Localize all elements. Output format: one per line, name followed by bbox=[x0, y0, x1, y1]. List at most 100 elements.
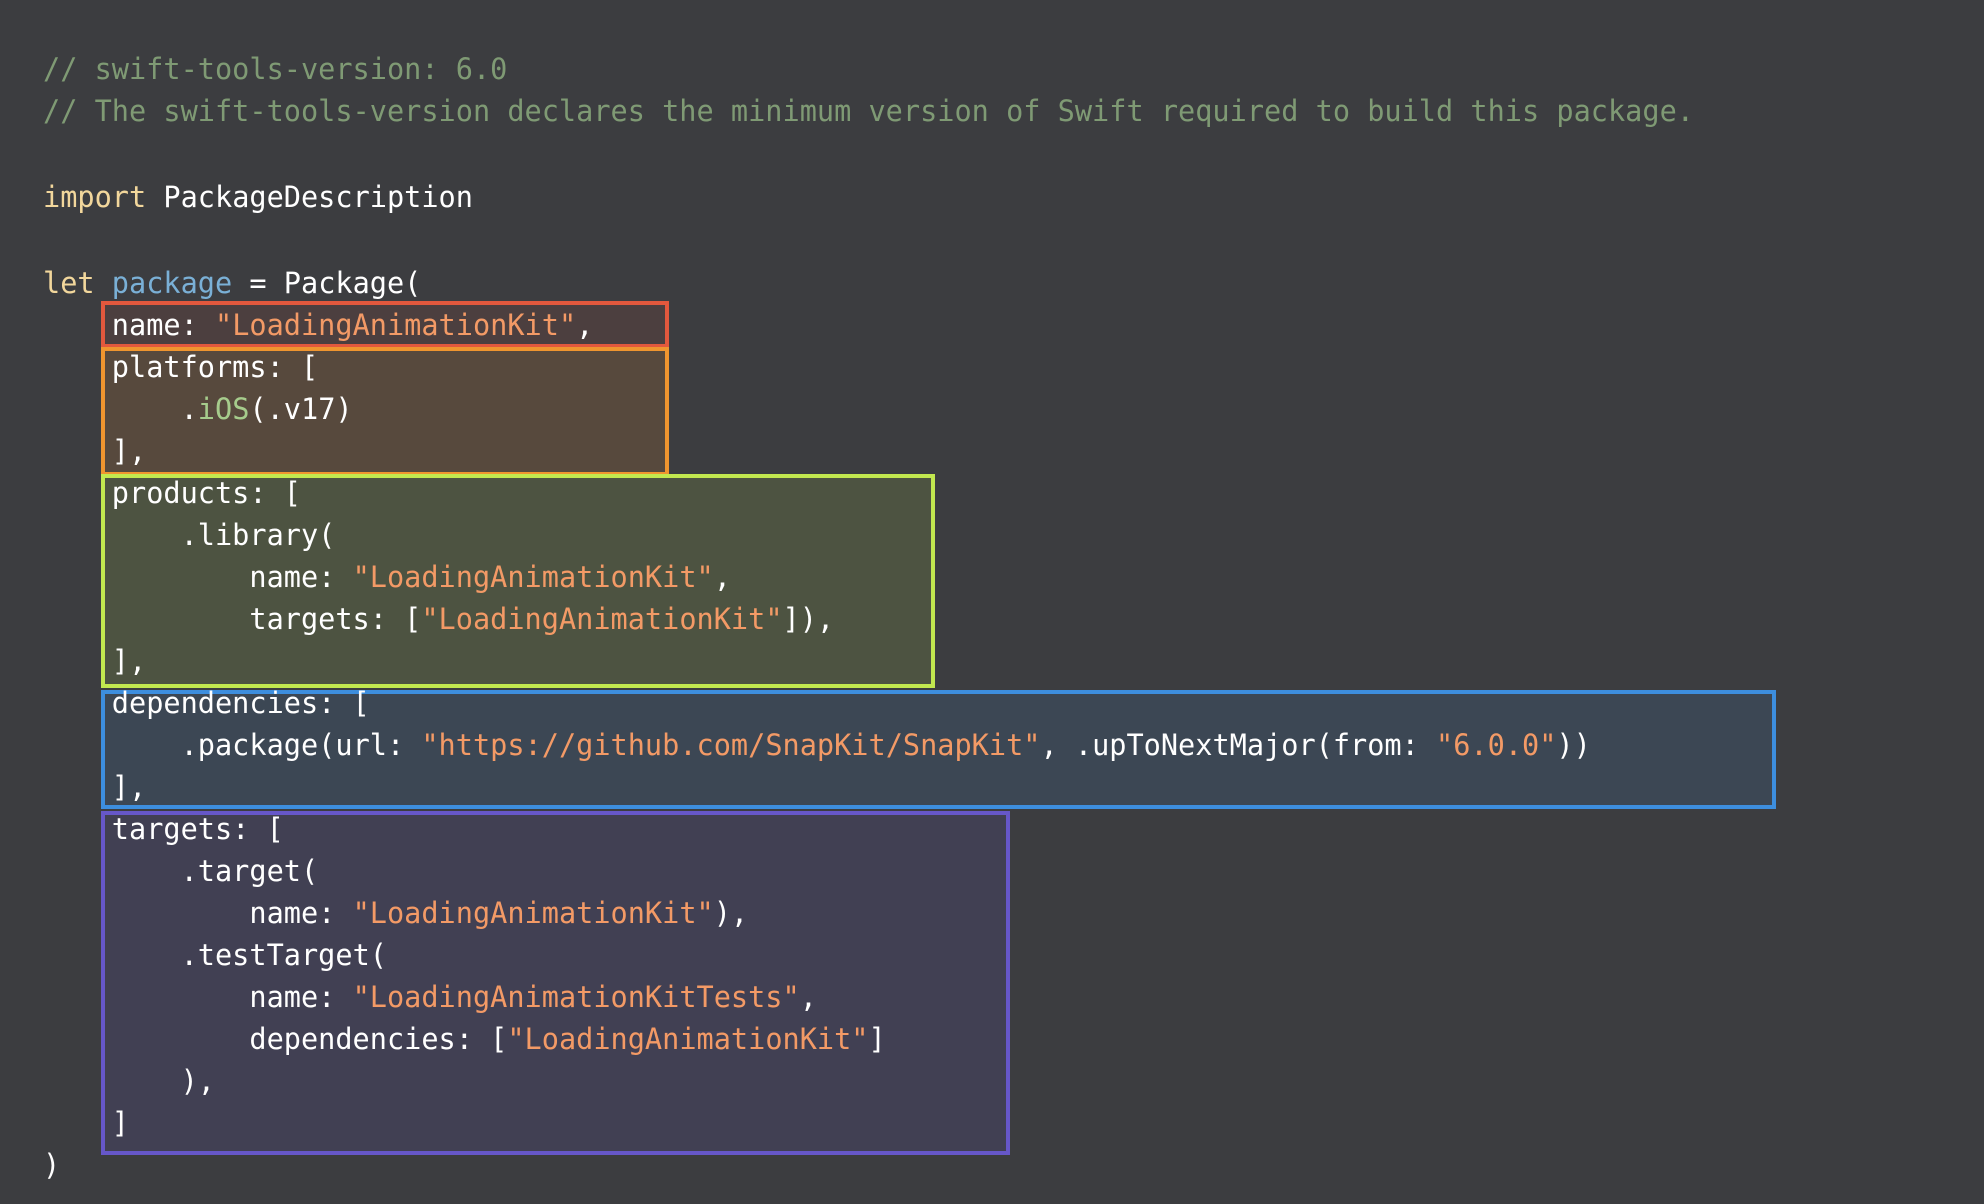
variable-token: package bbox=[111, 266, 233, 300]
string-token: "LoadingAnimationKit" bbox=[352, 560, 714, 594]
code-line-package-close: ) bbox=[43, 1144, 60, 1186]
indent bbox=[43, 434, 112, 468]
punctuation-token: , bbox=[799, 980, 817, 1014]
indent bbox=[43, 686, 112, 720]
code-line-platforms: platforms: [ bbox=[43, 346, 318, 388]
punctuation-token: , bbox=[713, 560, 731, 594]
code-line-library-targets: targets: ["LoadingAnimationKit"]), bbox=[43, 598, 834, 640]
punctuation-token: ], bbox=[111, 770, 147, 804]
punctuation-token: ], bbox=[111, 644, 147, 678]
code-line-dependencies: dependencies: [ bbox=[43, 682, 370, 724]
string-token: "https://github.com/SnapKit/SnapKit" bbox=[421, 728, 1041, 762]
code-line-platforms-close: ], bbox=[43, 430, 146, 472]
punctuation-token: ), bbox=[713, 896, 749, 930]
indent bbox=[43, 476, 112, 510]
code-line-target: .target( bbox=[43, 850, 319, 892]
string-token: "LoadingAnimationKit" bbox=[507, 1022, 869, 1056]
string-token: "6.0.0" bbox=[1436, 728, 1557, 762]
code-line-products: products: [ bbox=[43, 472, 301, 514]
highlight-box-name bbox=[101, 301, 669, 348]
call-token: .package(url: bbox=[180, 728, 422, 762]
highlight-box-platforms bbox=[101, 347, 669, 476]
code-line-2: // The swift-tools-version declares the … bbox=[43, 90, 1694, 132]
code-line-test-target-close: ), bbox=[43, 1060, 215, 1102]
label-token: name: bbox=[111, 308, 215, 342]
comment-token: // The swift-tools-version declares the … bbox=[43, 94, 1694, 128]
comment-token: // swift-tools-version: 6.0 bbox=[43, 52, 508, 86]
punctuation-token: . bbox=[180, 392, 198, 426]
label-token: dependencies: [ bbox=[111, 686, 370, 720]
label-token: products: [ bbox=[111, 476, 301, 510]
call-token: , .upToNextMajor(from: bbox=[1040, 728, 1437, 762]
indent bbox=[43, 518, 181, 552]
indent bbox=[43, 896, 249, 930]
highlight-box-dependencies bbox=[101, 690, 1776, 809]
indent bbox=[43, 938, 181, 972]
argument-token: (.v17) bbox=[249, 392, 353, 426]
indent bbox=[43, 644, 112, 678]
string-token: "LoadingAnimationKit" bbox=[214, 308, 577, 342]
code-line-test-target-deps: dependencies: ["LoadingAnimationKit"] bbox=[43, 1018, 885, 1060]
keyword-token: import bbox=[43, 180, 147, 214]
code-line-targets-close: ] bbox=[43, 1102, 129, 1144]
function-token: iOS bbox=[197, 392, 250, 426]
label-token: name: bbox=[249, 980, 353, 1014]
operator-token: = bbox=[232, 266, 284, 300]
indent bbox=[43, 560, 249, 594]
space-token bbox=[146, 180, 163, 214]
code-line-library: .library( bbox=[43, 514, 336, 556]
label-token: name: bbox=[249, 896, 353, 930]
string-token: "LoadingAnimationKit" bbox=[421, 602, 783, 636]
indent bbox=[43, 980, 249, 1014]
code-line-targets: targets: [ bbox=[43, 808, 284, 850]
code-line-1: // swift-tools-version: 6.0 bbox=[43, 48, 507, 90]
code-line-package-url: .package(url: "https://github.com/SnapKi… bbox=[43, 724, 1591, 766]
indent bbox=[43, 854, 181, 888]
string-token: "LoadingAnimationKit" bbox=[352, 896, 714, 930]
code-line-test-target: .testTarget( bbox=[43, 934, 387, 976]
indent bbox=[43, 728, 181, 762]
punctuation-token: , bbox=[576, 308, 594, 342]
code-line-name: name: "LoadingAnimationKit", bbox=[43, 304, 594, 346]
label-token: platforms: [ bbox=[111, 350, 319, 384]
punctuation-token: ] bbox=[111, 1106, 130, 1140]
indent bbox=[43, 392, 181, 426]
code-line-ios: .iOS(.v17) bbox=[43, 388, 353, 430]
space-token bbox=[95, 266, 112, 300]
indent bbox=[43, 308, 112, 342]
indent bbox=[43, 1106, 112, 1140]
code-line-import: import PackageDescription bbox=[43, 176, 473, 218]
indent bbox=[43, 770, 112, 804]
label-token: name: bbox=[249, 560, 353, 594]
code-line-test-target-name: name: "LoadingAnimationKitTests", bbox=[43, 976, 817, 1018]
highlight-box-targets bbox=[101, 811, 1010, 1155]
indent bbox=[43, 350, 112, 384]
indent bbox=[43, 1022, 249, 1056]
label-token: dependencies: [ bbox=[249, 1022, 508, 1056]
punctuation-token: ) bbox=[43, 1148, 61, 1182]
label-token: targets: [ bbox=[111, 812, 284, 846]
module-token: PackageDescription bbox=[163, 180, 473, 214]
indent bbox=[43, 812, 112, 846]
code-line-library-name: name: "LoadingAnimationKit", bbox=[43, 556, 731, 598]
code-line-products-close: ], bbox=[43, 640, 146, 682]
highlight-box-products bbox=[101, 474, 935, 688]
call-token: .library( bbox=[180, 518, 336, 552]
code-line-let-package: let package = Package( bbox=[43, 262, 421, 304]
indent bbox=[43, 602, 249, 636]
label-token: targets: [ bbox=[249, 602, 422, 636]
string-token: "LoadingAnimationKitTests" bbox=[352, 980, 800, 1014]
indent bbox=[43, 1064, 181, 1098]
keyword-token: let bbox=[43, 266, 95, 300]
call-token: .testTarget( bbox=[180, 938, 387, 972]
punctuation-token: )) bbox=[1556, 728, 1591, 762]
code-line-target-name: name: "LoadingAnimationKit"), bbox=[43, 892, 748, 934]
paren-token: ( bbox=[404, 266, 422, 300]
punctuation-token: ], bbox=[111, 434, 147, 468]
call-token: .target( bbox=[180, 854, 319, 888]
punctuation-token: ]), bbox=[782, 602, 835, 636]
code-line-dependencies-close: ], bbox=[43, 766, 146, 808]
type-token: Package bbox=[283, 266, 405, 300]
punctuation-token: ), bbox=[180, 1064, 215, 1098]
